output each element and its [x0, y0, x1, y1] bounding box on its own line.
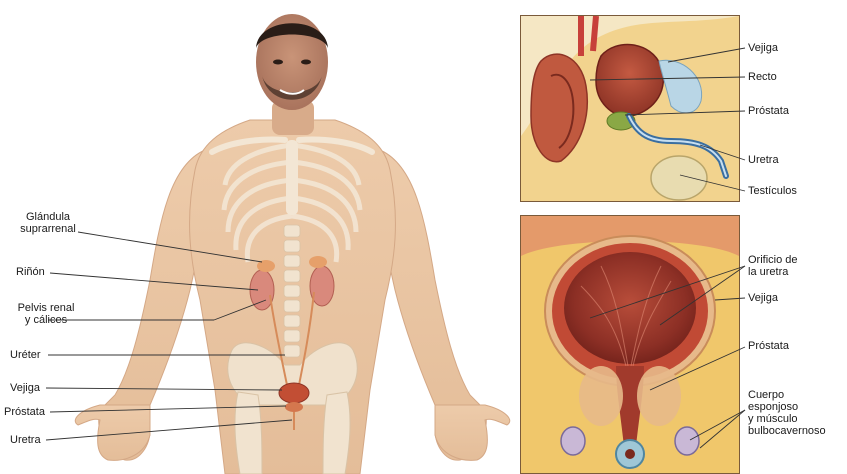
label-spongy-line3: y músculo — [748, 413, 826, 425]
label-bottom-prostate: Próstata — [748, 340, 789, 352]
label-spongy-line2: esponjoso — [748, 401, 826, 413]
label-urethral-orifice: Orificio de la uretra — [748, 254, 798, 278]
label-spongy-line4: bulbocavernoso — [748, 425, 826, 437]
label-spongy-line1: Cuerpo — [748, 389, 826, 401]
label-orifice-line1: Orificio de — [748, 254, 798, 266]
label-orifice-line2: la uretra — [748, 266, 798, 278]
label-bottom-bladder: Vejiga — [748, 292, 778, 304]
label-spongy-body: Cuerpo esponjoso y músculo bulbocavernos… — [748, 389, 826, 437]
